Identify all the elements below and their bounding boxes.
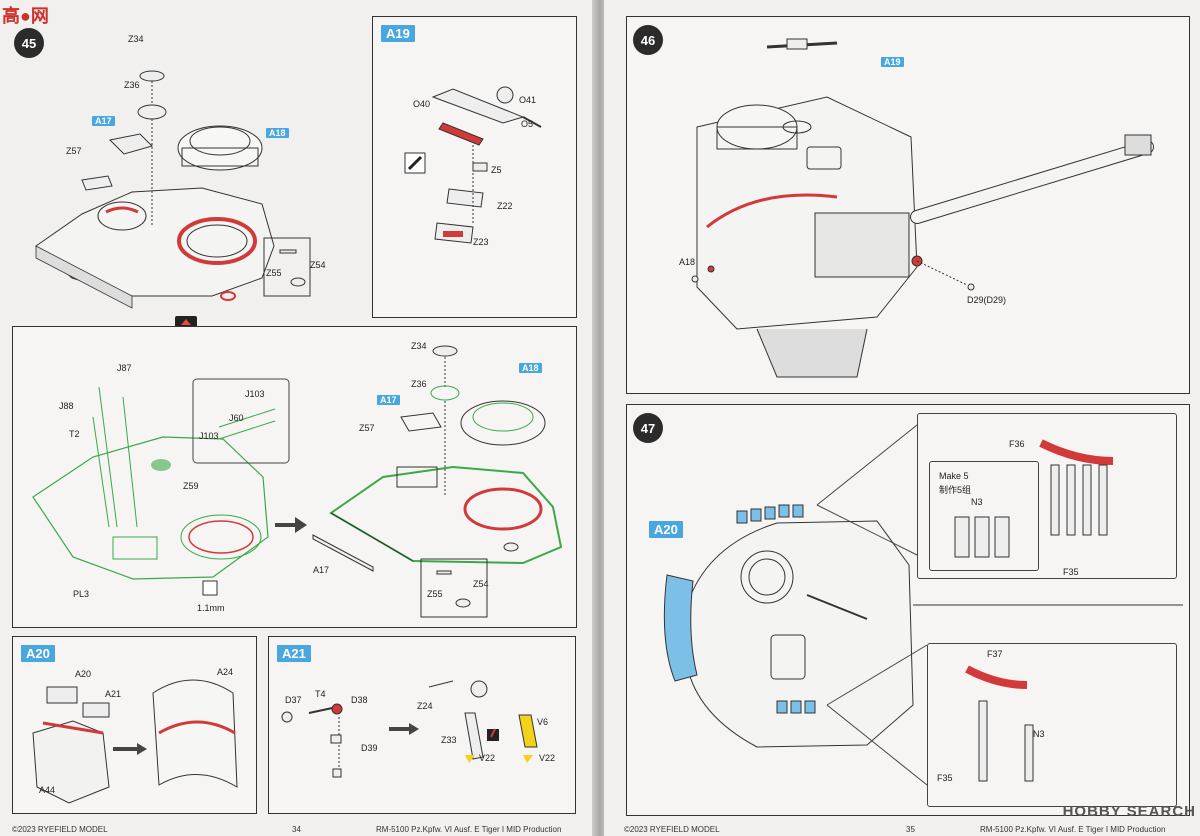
tag-a20: A20 (21, 645, 55, 662)
label-z24: Z24 (417, 701, 433, 711)
a20-panel: A20 A20 A21 A24 A44 (12, 636, 257, 814)
left-page: 高●网 (0, 0, 596, 836)
label-j88: J88 (59, 401, 74, 411)
label-j103-a: J103 (245, 389, 265, 399)
footer-page-number-left: 34 (292, 825, 301, 834)
tag-a19-step46: A19 (881, 57, 904, 67)
label-d39: D39 (361, 743, 378, 753)
label-z34: Z34 (128, 34, 144, 44)
label-d29: D29(D29) (967, 295, 1007, 305)
turret-roof-drawing (35, 70, 311, 309)
label-t2: T2 (69, 429, 80, 439)
label-o41: O41 (519, 95, 537, 105)
right-page: 46 A19 A18 D29(D29) (604, 0, 1200, 836)
label-z54-alt: Z54 (473, 579, 489, 589)
footer-copyright-right: ©2023 RYEFIELD MODEL (624, 825, 720, 834)
label-1-1mm: 1.1mm (197, 603, 225, 613)
label-j87: J87 (117, 363, 132, 373)
step46-panel: 46 A19 A18 D29(D29) (626, 16, 1190, 394)
label-z33: Z33 (441, 735, 457, 745)
label-a44: A44 (39, 785, 56, 795)
tag-a18: A18 (266, 128, 289, 138)
track-make5-inset (929, 461, 1039, 571)
label-z55: Z55 (266, 268, 282, 278)
label-z57-alt: Z57 (359, 423, 375, 433)
label-j60: J60 (229, 413, 244, 423)
tag-a21: A21 (277, 645, 311, 662)
label-z5: Z5 (491, 165, 502, 175)
label-a24: A24 (217, 667, 234, 677)
label-f36: F36 (1009, 439, 1025, 449)
label-z22: Z22 (497, 201, 513, 211)
label-make5-cn: 制作5组 (939, 485, 972, 495)
label-z57: Z57 (66, 146, 82, 156)
footer-title-left: RM-5100 Pz.Kpfw. VI Ausf. E Tiger I MID … (376, 825, 562, 834)
photoetch-roof-drawing (32, 345, 563, 618)
label-z23: Z23 (473, 237, 489, 247)
track-inset-bottom (927, 643, 1177, 807)
tag-a17-alt: A17 (377, 395, 400, 405)
label-f35-bottom: F35 (937, 773, 953, 783)
step-number-47: 47 (633, 413, 663, 443)
label-pl3: PL3 (73, 589, 90, 599)
track-inset-top (917, 413, 1177, 579)
label-a20: A20 (75, 669, 92, 679)
label-z36: Z36 (124, 80, 140, 90)
a19-panel: A19 O40 O41 O5 Z5 Z22 Z23 (372, 16, 577, 318)
label-z59: Z59 (183, 481, 199, 491)
label-f35-top: F35 (1063, 567, 1079, 577)
step-number-45: 45 (14, 28, 44, 58)
label-v22-a: V22 (479, 753, 496, 763)
tag-a19: A19 (381, 25, 415, 42)
footer-title-right: RM-5100 Pz.Kpfw. VI Ausf. E Tiger I MID … (980, 825, 1166, 834)
step-number-46: 46 (633, 25, 663, 55)
label-j103-b: J103 (199, 431, 219, 441)
label-d37: D37 (285, 695, 302, 705)
label-a21: A21 (105, 689, 122, 699)
label-o40: O40 (413, 99, 431, 109)
label-a18: A18 (679, 257, 696, 267)
tag-a17: A17 (92, 116, 115, 126)
label-z36-alt: Z36 (411, 379, 427, 389)
label-z34-alt: Z34 (411, 341, 427, 351)
label-v22-b: V22 (539, 753, 556, 763)
label-f37: F37 (987, 649, 1003, 659)
footer-copyright-left: ©2023 RYEFIELD MODEL (12, 825, 108, 834)
step47-panel: 47 A20 F36 Make 5 制作5组 N3 F35 F37 N3 F35 (626, 404, 1190, 816)
turret-assembly-drawing (691, 38, 1154, 378)
label-n3-top: N3 (971, 497, 983, 507)
step45-alt-panel: J87 J88 T2 J103 J60 J103 Z59 PL3 1.1mm Z… (12, 326, 577, 628)
label-make5: Make 5 (939, 471, 969, 481)
label-t4: T4 (315, 689, 326, 699)
label-d38: D38 (351, 695, 368, 705)
label-o5: O5 (521, 119, 534, 129)
watermark-logo: 高●网 (2, 6, 49, 26)
label-a17-alt: A17 (313, 565, 330, 575)
tag-a20-step47: A20 (649, 521, 683, 538)
watermark-hobby-search: HOBBY SEARCH (1062, 803, 1196, 820)
a21-panel: A21 D37 T4 D38 D39 Z24 Z33 V6 V22 V22 (268, 636, 576, 814)
tag-a18-alt: A18 (519, 363, 542, 373)
footer-page-number-right: 35 (906, 825, 915, 834)
label-z55-alt: Z55 (427, 589, 443, 599)
mg-mount-drawing (404, 86, 542, 244)
step45-panel: 45 Z34 Z36 Z57 Z55 Z54 A17 A18 (12, 16, 364, 326)
label-n3-bottom: N3 (1033, 729, 1045, 739)
cupola-detail-drawing (281, 680, 538, 778)
turret-top-view-drawing (663, 424, 1183, 786)
label-z54: Z54 (310, 260, 326, 270)
label-v6: V6 (537, 717, 549, 727)
storage-bin-drawing (32, 679, 238, 804)
